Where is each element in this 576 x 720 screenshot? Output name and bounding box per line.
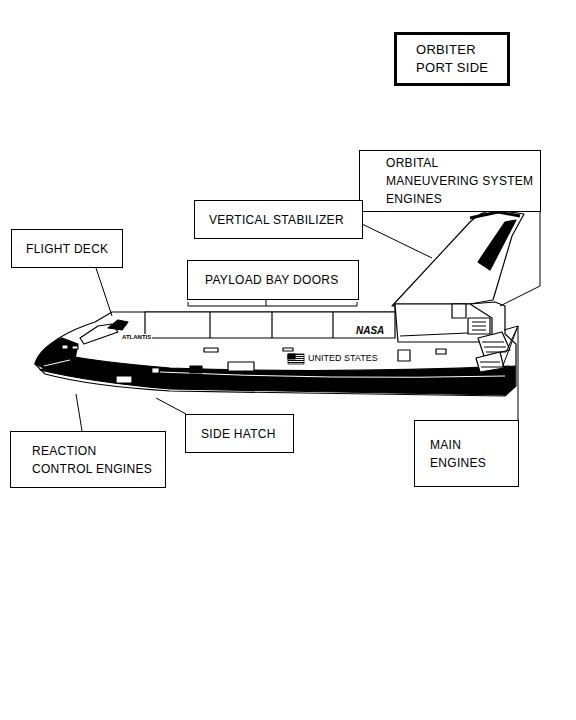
callout-box: ORBITAL MANEUVERING SYSTEM ENGINES [359,150,541,212]
leader-line [502,326,518,368]
logo-text: NASA [355,326,385,336]
callout-box: PAYLOAD BAY DOORS [187,260,359,300]
leader-line [362,224,432,258]
callout-box: REACTION CONTROL ENGINES [10,431,166,488]
callout-text: PAYLOAD BAY DOORS [205,271,352,289]
callout-text: VERTICAL STABILIZER [209,211,356,229]
callout-text: SIDE HATCH [201,425,287,443]
bracket [188,302,189,306]
fuselage-marking: UNITED STATES [307,354,379,363]
bracket [357,302,358,306]
bracket [266,299,267,306]
callout-text: FLIGHT DECK [26,240,116,258]
leader-line [156,398,186,414]
leader-line [96,268,112,316]
title-box: ORBITER PORT SIDE [394,32,510,86]
callout-box: VERTICAL STABILIZER [194,200,363,239]
leader-line [504,326,518,420]
callout-text: ORBITAL MANEUVERING SYSTEM ENGINES [386,154,534,208]
callout-text: ORBITER PORT SIDE [416,41,498,77]
callout-text: REACTION CONTROL ENGINES [32,442,159,478]
leader-lines [76,193,540,431]
leader-line [76,394,82,431]
callout-box: MAIN ENGINES [414,420,519,487]
callout-box: FLIGHT DECK [11,229,123,268]
callout-text: MAIN ENGINES [430,436,512,472]
bracket [188,306,357,307]
orbiter-name: ATLANTIS [121,334,152,340]
callout-box: SIDE HATCH [185,414,294,453]
